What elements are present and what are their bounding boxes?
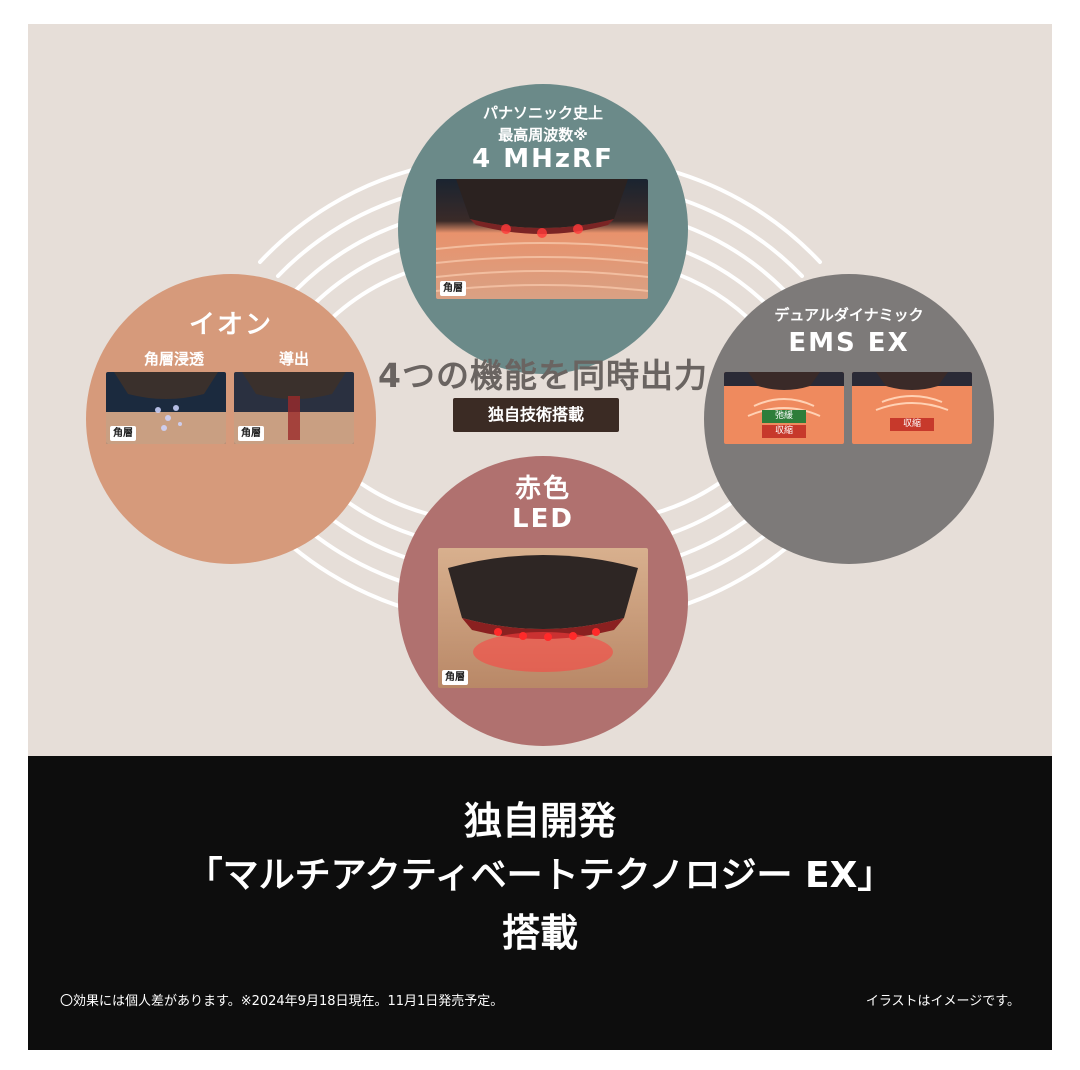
footer-line1: 独自開発 [463, 799, 616, 843]
ion-feature-circle: イオン 角層浸透 導出 角層 [86, 274, 376, 564]
ion-tag-left: 角層 [110, 426, 136, 441]
disclaimer-right: イラストはイメージです。 [865, 994, 1020, 1009]
ion-illustration-left: 角層 [106, 372, 226, 444]
ion-tag-right: 角層 [238, 426, 264, 441]
ems-arrow-relax: 弛緩 [762, 410, 806, 423]
rf-tag: 角層 [440, 281, 466, 296]
ion-sub-right: 導出 [278, 350, 309, 368]
led-illustration: 角層 [438, 548, 648, 688]
ems-arrow-contract-right: 収縮 [890, 418, 934, 431]
ion-sub-left: 角層浸透 [143, 350, 204, 368]
ion-title: イオン [188, 310, 273, 340]
rf-title: 4 MHzRF [472, 144, 614, 174]
feature-diagram: パナソニック史上 最高周波数※ 4 MHzRF [28, 24, 1052, 756]
rf-illustration: 角層 [436, 179, 648, 299]
product-panel: パナソニック史上 最高周波数※ 4 MHzRF [28, 24, 1052, 1050]
led-feature-circle: 赤色 LED [398, 456, 688, 746]
led-line2: LED [512, 504, 574, 534]
ems-line1: デュアルダイナミック [774, 306, 924, 324]
center-title: 4つの機能を同時出力 [378, 356, 708, 395]
ems-feature-circle: デュアルダイナミック EMS EX 弛緩 収縮 [704, 274, 994, 564]
footer-line3: 搭載 [501, 911, 578, 955]
rf-line1: パナソニック史上 [482, 104, 603, 122]
led-tag: 角層 [442, 670, 468, 685]
disclaimer-left: 〇効果には個人差があります。※2024年9月18日現在。11月1日発売予定。 [60, 994, 504, 1009]
footer-banner: 独自開発 「マルチアクティベートテクノロジー EX」 搭載 [28, 756, 1052, 1050]
ems-illustration-left: 弛緩 収縮 [724, 372, 844, 444]
ems-illustration-right: 収縮 [852, 372, 972, 444]
ems-arrow-contract-left: 収縮 [762, 425, 806, 438]
footer-line2: 「マルチアクティベートテクノロジー EX」 [186, 855, 894, 896]
rf-line2: 最高周波数※ [498, 126, 588, 144]
ems-title: EMS EX [788, 328, 910, 358]
rf-feature-circle: パナソニック史上 最高周波数※ 4 MHzRF [398, 84, 688, 374]
led-line1: 赤色 [514, 474, 571, 504]
ion-illustration-right: 角層 [234, 372, 354, 444]
center-badge: 独自技術搭載 [453, 398, 619, 432]
